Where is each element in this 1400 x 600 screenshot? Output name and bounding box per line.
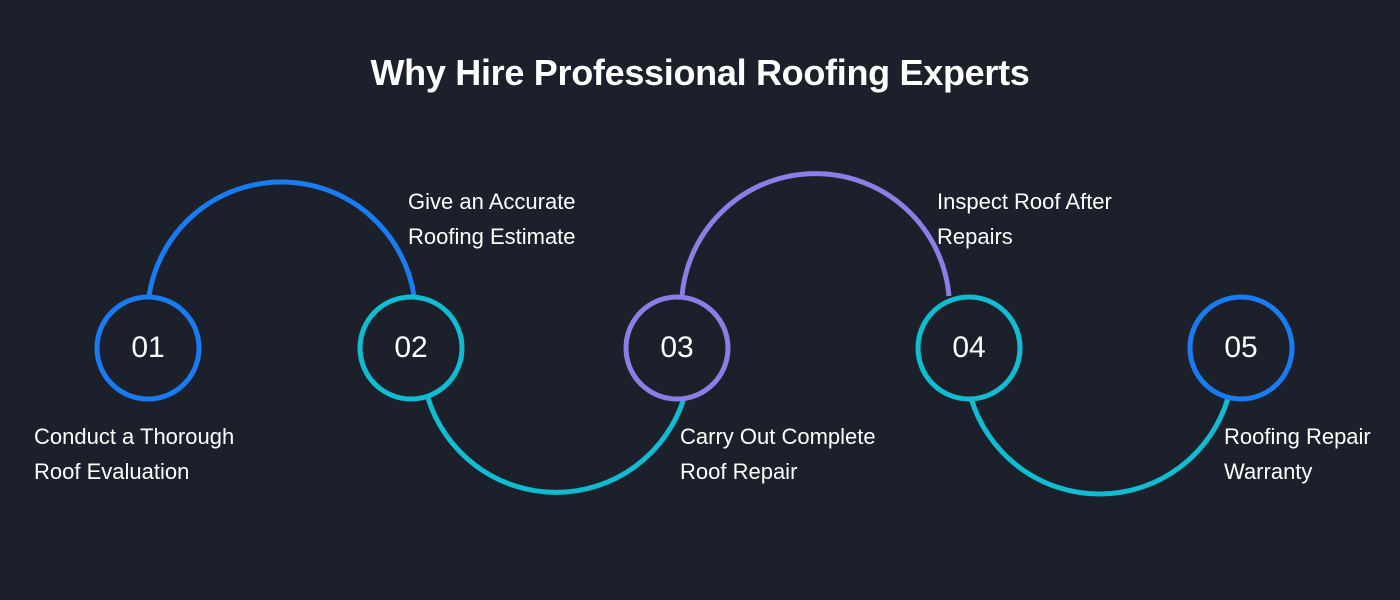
step-label-04: Inspect Roof After Repairs bbox=[937, 184, 1112, 254]
step-number-04: 04 bbox=[952, 331, 986, 364]
step-number-01: 01 bbox=[131, 331, 165, 364]
step-label-02-line1: Give an Accurate bbox=[408, 189, 576, 214]
step-number-03: 03 bbox=[660, 331, 694, 364]
step-label-01: Conduct a Thorough Roof Evaluation bbox=[34, 419, 234, 489]
step-ring-04 bbox=[915, 294, 1023, 402]
step-label-05: Roofing Repair Warranty bbox=[1224, 419, 1371, 489]
step-label-04-line2: Repairs bbox=[937, 224, 1013, 249]
step-number-05: 05 bbox=[1224, 331, 1258, 364]
step-number-02: 02 bbox=[394, 331, 428, 364]
step-label-02: Give an Accurate Roofing Estimate bbox=[408, 184, 576, 254]
arc-01-02 bbox=[146, 179, 417, 297]
step-label-03-line2: Roof Repair bbox=[680, 459, 798, 484]
step-label-02-line2: Roofing Estimate bbox=[408, 224, 576, 249]
step-ring-01 bbox=[94, 294, 202, 402]
step-label-03: Carry Out Complete Roof Repair bbox=[680, 419, 876, 489]
step-label-01-line1: Conduct a Thorough bbox=[34, 424, 235, 449]
step-ring-05 bbox=[1187, 294, 1295, 402]
arc-04-05 bbox=[968, 397, 1231, 497]
step-label-03-line1: Carry Out Complete bbox=[680, 424, 876, 449]
step-label-01-line2: Roof Evaluation bbox=[34, 459, 190, 484]
step-label-05-line2: Warranty bbox=[1224, 459, 1313, 484]
arc-02-03 bbox=[425, 397, 687, 495]
step-ring-02 bbox=[357, 294, 465, 402]
step-label-05-line1: Roofing Repair bbox=[1224, 424, 1371, 449]
step-label-04-line1: Inspect Roof After bbox=[937, 189, 1112, 214]
step-ring-03 bbox=[623, 294, 731, 402]
arc-03-04 bbox=[679, 171, 952, 297]
diagram-title: Why Hire Professional Roofing Experts bbox=[370, 52, 1030, 93]
